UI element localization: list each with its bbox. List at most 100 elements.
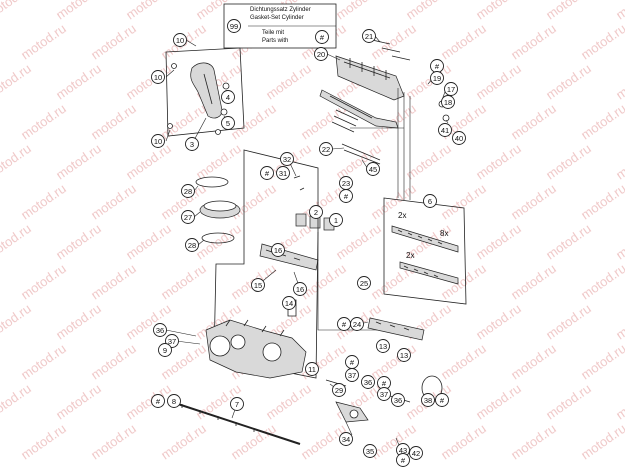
callout-31-circle xyxy=(276,166,290,180)
callout-24-label: 24 xyxy=(353,320,361,329)
watermark-text: motod.ru xyxy=(53,381,104,423)
callout-2-label: 2 xyxy=(314,208,318,217)
callout-42-circle xyxy=(409,446,423,460)
callout-6-label: 6 xyxy=(428,197,432,206)
watermark-text: motod.ru xyxy=(578,261,625,303)
callout-27-circle xyxy=(181,210,195,224)
callout-14: 14 xyxy=(282,296,296,310)
watermark-text: motod.ru xyxy=(613,301,625,343)
callout-hash-23: # xyxy=(339,189,353,203)
callout-hash-37-right-label: # xyxy=(382,379,387,388)
callout-8-circle xyxy=(167,394,181,408)
callout-hash-23-circle xyxy=(339,189,353,203)
cylinder-head-box xyxy=(205,149,378,379)
watermark-text: motod.ru xyxy=(543,61,594,103)
callout-36-mid-label: 36 xyxy=(364,378,372,387)
callout-11-circle xyxy=(305,362,319,376)
watermark-text: motod.ru xyxy=(158,261,209,303)
callout-18: 18 xyxy=(441,95,455,109)
watermark-text: motod.ru xyxy=(0,141,34,183)
callout-3-circle xyxy=(185,137,199,151)
callout-45: 45 xyxy=(366,162,380,176)
watermark-text: motod.ru xyxy=(123,221,174,263)
callout-20-circle xyxy=(314,47,328,61)
callout-37-mid-label: 37 xyxy=(348,371,356,380)
callout-hash-8-label: # xyxy=(156,397,161,406)
callout-41-circle xyxy=(438,123,452,137)
watermark-text: motod.ru xyxy=(0,0,34,22)
callout-38-label: 38 xyxy=(424,396,432,405)
callout-36-left-label: 36 xyxy=(156,326,164,335)
callout-43-label: 43 xyxy=(399,446,407,455)
legend-line-2: Gasket-Set Cylinder xyxy=(250,15,304,21)
callout-37-mid: 37 xyxy=(345,368,359,382)
watermark-text: motod.ru xyxy=(88,101,139,143)
callout-32-label: 32 xyxy=(283,155,291,164)
callout-hash-31-label: # xyxy=(265,169,270,178)
callout-40: 40 xyxy=(452,131,466,145)
callout-hash-8-circle xyxy=(151,394,165,408)
callout-4-label: 4 xyxy=(226,93,230,102)
callout-35: 35 xyxy=(363,444,377,458)
watermark-text: motod.ru xyxy=(508,261,559,303)
callout-4: 4 xyxy=(221,90,235,104)
callout-9-label: 9 xyxy=(163,346,167,355)
callout-10-top-circle xyxy=(173,33,187,47)
callout-6: 6 xyxy=(423,194,437,208)
callout-7: 7 xyxy=(230,397,244,411)
watermark-text: motod.ru xyxy=(18,21,69,63)
legend-number-callout-label: 99 xyxy=(230,22,238,31)
watermark-text: motod.ru xyxy=(123,301,174,343)
callout-6-circle xyxy=(423,194,437,208)
callout-35-circle xyxy=(363,444,377,458)
watermark-text: motod.ru xyxy=(508,181,559,223)
watermark-text: motod.ru xyxy=(578,181,625,223)
callout-10-left: 10 xyxy=(151,70,165,84)
callout-7-circle xyxy=(230,397,244,411)
legend-line-1: Dichtungssatz Zylinder xyxy=(250,7,311,13)
callout-2-circle xyxy=(309,205,323,219)
callout-15-label: 15 xyxy=(254,281,262,290)
callout-29-circle xyxy=(332,383,346,397)
callout-15: 15 xyxy=(251,278,265,292)
callout-40-label: 40 xyxy=(455,134,463,143)
callout-21-circle xyxy=(362,29,376,43)
callout-9-circle xyxy=(158,343,172,357)
watermark-text: motod.ru xyxy=(543,0,594,22)
watermark-text: motod.ru xyxy=(263,381,314,423)
callout-28-bottom-circle xyxy=(185,238,199,252)
callout-20: 20 xyxy=(314,47,328,61)
callout-37-right-circle xyxy=(377,387,391,401)
callout-34: 34 xyxy=(339,432,353,446)
watermark-text: motod.ru xyxy=(473,141,524,183)
long-rod xyxy=(177,403,301,445)
watermark-text: motod.ru xyxy=(18,181,69,223)
watermark-text: motod.ru xyxy=(158,101,209,143)
callout-hash-19: # xyxy=(430,59,444,73)
callout-10-top: 10 xyxy=(173,33,187,47)
callout-hash-38: # xyxy=(435,393,449,407)
watermark-text: motod.ru xyxy=(403,141,454,183)
callout-36-right: 36 xyxy=(391,393,405,407)
watermark-text: motod.ru xyxy=(508,421,559,463)
watermark-text: motod.ru xyxy=(508,101,559,143)
callout-hash-24-label: # xyxy=(342,320,347,329)
callout-7-label: 7 xyxy=(235,400,239,409)
callout-27: 27 xyxy=(181,210,195,224)
callout-hash-42: # xyxy=(396,453,410,467)
multiplier-2x-b: 2x xyxy=(406,251,414,260)
callout-5-label: 5 xyxy=(226,119,230,128)
multiplier-2x-a: 2x xyxy=(398,211,406,220)
watermark-text: motod.ru xyxy=(473,301,524,343)
callout-42: 42 xyxy=(409,446,423,460)
callout-10-left-label: 10 xyxy=(154,73,162,82)
callout-13-left-label: 13 xyxy=(379,342,387,351)
callout-hash-31-circle xyxy=(260,166,274,180)
callout-23: 23 xyxy=(339,176,353,190)
callout-22-circle xyxy=(319,142,333,156)
callout-31: 31 xyxy=(276,166,290,180)
callout-25-label: 25 xyxy=(360,279,368,288)
callout-45-label: 45 xyxy=(369,165,377,174)
